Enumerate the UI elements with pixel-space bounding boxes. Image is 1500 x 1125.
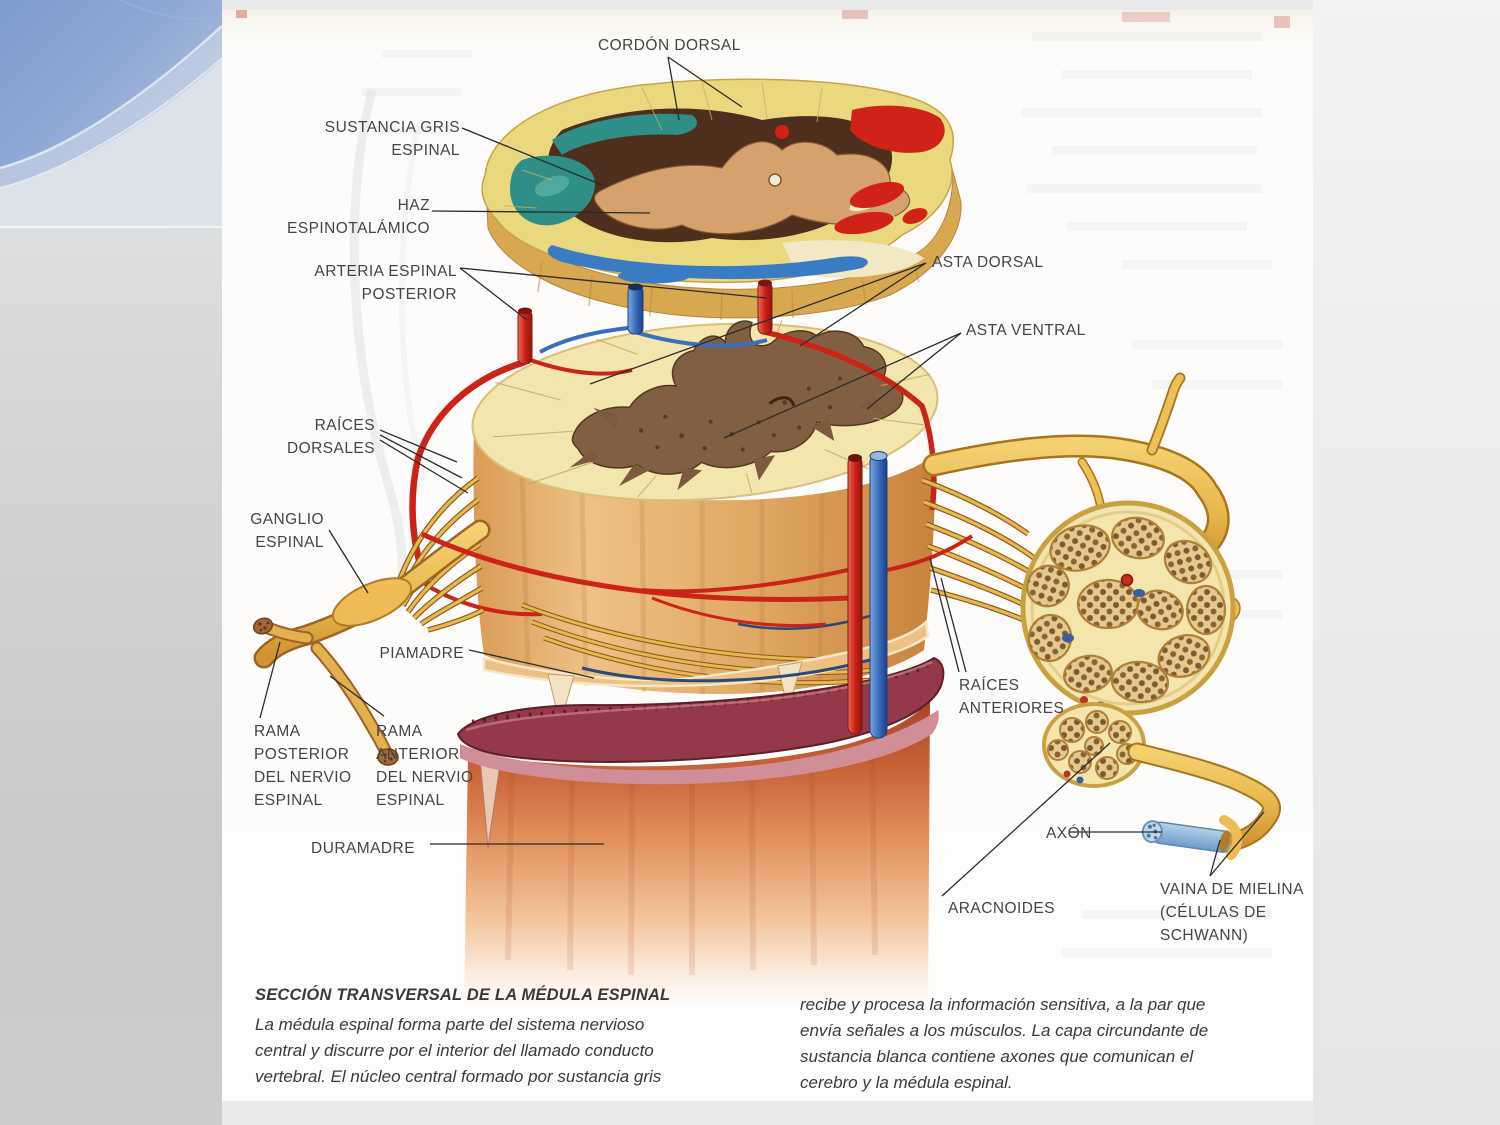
label-vaina-de-mielina: VAINA DE MIELINA (CÉLULAS DE SCHWANN) — [1160, 881, 1304, 944]
scanned-book-page: CORDÓN DORSAL SUSTANCIA GRIS ESPINAL HAZ… — [222, 10, 1313, 1101]
label-axon: AXÓN — [1046, 825, 1092, 842]
duramadre-lower-section — [456, 656, 945, 1010]
caption-right-text: recibe y procesa la información sensitiv… — [800, 995, 1209, 1092]
label-raices-anteriores: RAÍCES ANTERIORES — [959, 677, 1065, 717]
slide-corner-graphic — [0, 0, 222, 226]
label-raices-dorsales: RAÍCES DORSALES — [286, 417, 375, 457]
label-cordon-dorsal: CORDÓN DORSAL — [598, 37, 741, 54]
label-asta-dorsal: ASTA DORSAL — [932, 254, 1044, 271]
label-sustancia-gris-espinal: SUSTANCIA GRIS ESPINAL — [324, 119, 460, 159]
caption-title: SECCIÓN TRANSVERSAL DE LA MÉDULA ESPINAL — [255, 986, 671, 1004]
label-duramadre: DURAMADRE — [311, 840, 415, 857]
label-aracnoides: ARACNOIDES — [948, 900, 1055, 917]
corner-swoosh-graphic — [0, 0, 222, 226]
caption-right-column: recibe y procesa la información sensitiv… — [800, 992, 1278, 1096]
label-piamadre: PIAMADRE — [379, 645, 464, 662]
upper-cross-section — [481, 78, 962, 321]
label-asta-ventral: ASTA VENTRAL — [966, 322, 1086, 339]
label-rama-posterior-nervio: RAMA POSTERIOR DEL NERVIO ESPINAL — [254, 723, 352, 809]
caption-left-column: SECCIÓN TRANSVERSAL DE LA MÉDULA ESPINAL… — [255, 986, 733, 1090]
label-ganglio-espinal: GANGLIO ESPINAL — [250, 511, 324, 551]
leader-lines — [259, 56, 1265, 897]
page-bleed-through — [236, 10, 1290, 957]
spinal-nerve-left — [252, 519, 491, 766]
slide-background-left — [0, 226, 222, 1125]
nerve-fascicle-cross-section — [1020, 500, 1236, 716]
caption-left-text: La médula espinal forma parte del sistem… — [255, 1015, 662, 1086]
anterior-vessels-front — [420, 451, 974, 739]
slide-background-right — [1313, 0, 1500, 1125]
label-rama-anterior-nervio: RAMA ANTERIOR DEL NERVIO ESPINAL — [376, 723, 474, 809]
label-haz-espinotalamico: HAZ ESPINOTALÁMICO — [287, 197, 430, 237]
axon-myelin-detail — [1042, 702, 1281, 860]
label-arteria-espinal-posterior: ARTERIA ESPINAL POSTERIOR — [314, 263, 457, 303]
spinal-cord-illustration — [236, 10, 1290, 1010]
slide-background-bottom — [222, 1101, 1313, 1125]
